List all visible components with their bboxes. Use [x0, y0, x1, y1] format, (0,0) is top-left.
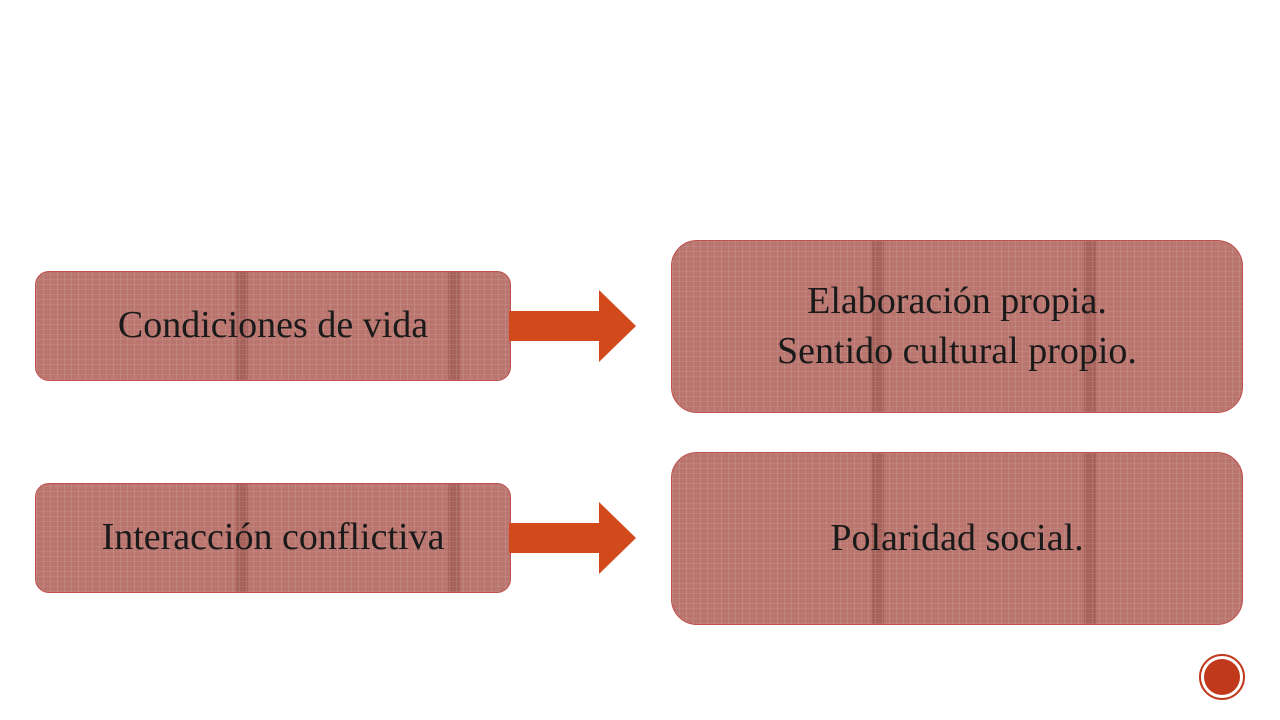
box-label: Condiciones de vida	[117, 304, 429, 347]
box-elaboracion-propia: Elaboración propia. Sentido cultural pro…	[671, 240, 1243, 413]
right-arrow-icon	[509, 502, 636, 574]
box-condiciones-de-vida: Condiciones de vida	[35, 271, 511, 381]
box-polaridad-social: Polaridad social.	[671, 452, 1243, 625]
right-arrow-icon	[509, 290, 636, 362]
box-interaccion-conflictiva: Interacción conflictiva	[35, 483, 511, 593]
box-label: Polaridad social.	[830, 516, 1084, 559]
slide-marker-icon	[1199, 654, 1245, 700]
box-label-line-1: Elaboración propia.	[807, 280, 1107, 323]
box-label-line-2: Sentido cultural propio.	[777, 329, 1137, 372]
box-label: Interacción conflictiva	[101, 516, 445, 559]
